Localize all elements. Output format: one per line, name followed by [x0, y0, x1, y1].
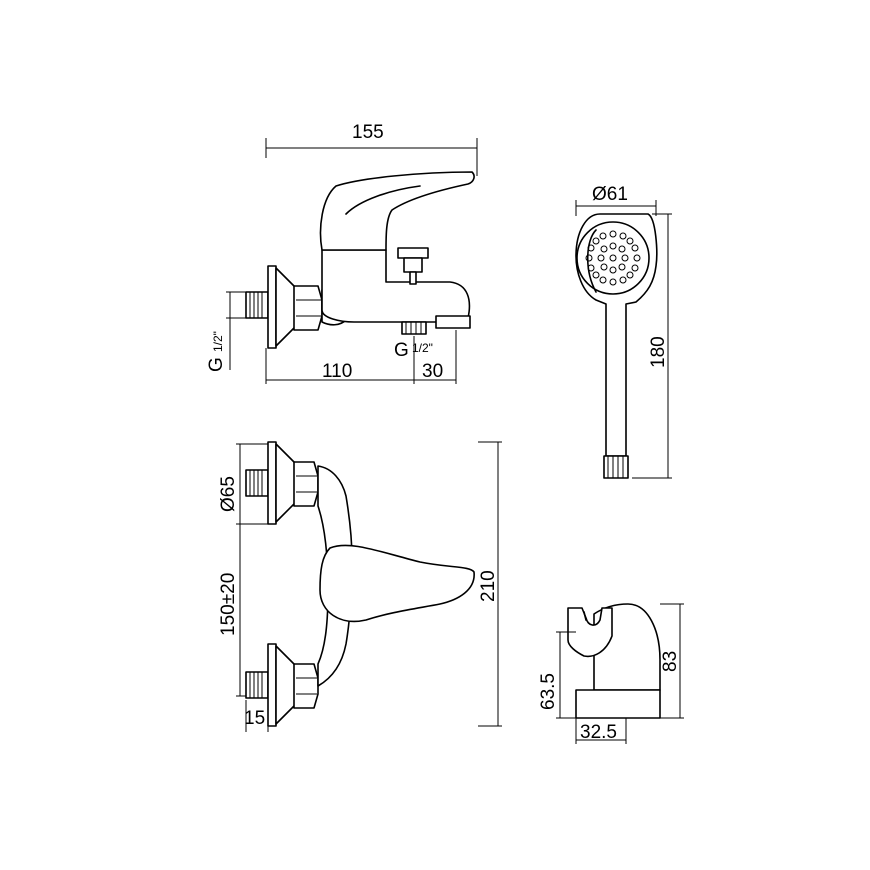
holder-dimensions: 83 63.5 32.5: [538, 603, 684, 744]
shower-holder: [567, 603, 661, 719]
overall-length-label: 155: [352, 122, 384, 143]
inlet-thread-g-label: G: [206, 357, 227, 372]
spout-offset-label: 30: [422, 361, 443, 382]
front-view-dimensions: Ø65 150±20 15 210: [218, 441, 502, 732]
outlet-thread-g-label: G: [394, 340, 409, 361]
holder-height-label: 83: [660, 651, 681, 672]
holder-depth-label: 32.5: [580, 722, 617, 743]
inlet-spacing-label: 150±20: [218, 573, 239, 636]
shower-length-label: 180: [648, 336, 669, 368]
faucet-front-view: [245, 441, 475, 727]
flange-diameter-label: Ø65: [218, 476, 239, 512]
total-width-label: 210: [478, 570, 499, 602]
faucet-side-view: [245, 171, 475, 349]
outlet-thread-half-label: 1/2": [412, 341, 433, 355]
hand-shower: [575, 213, 658, 479]
wall-to-center-label: 110: [322, 361, 352, 382]
thread-length-label: 15: [244, 708, 265, 729]
holder-hook-height-label: 63.5: [538, 673, 559, 710]
inlet-thread-half-label: 1/2": [211, 331, 225, 352]
hand-shower-dimensions: Ø61 180: [575, 184, 672, 479]
shower-head-diameter-label: Ø61: [592, 184, 628, 205]
shower-nozzle-holes: [585, 230, 641, 286]
side-view-dimensions: 155 110 30 G 1/2" G 1/2": [206, 122, 478, 384]
